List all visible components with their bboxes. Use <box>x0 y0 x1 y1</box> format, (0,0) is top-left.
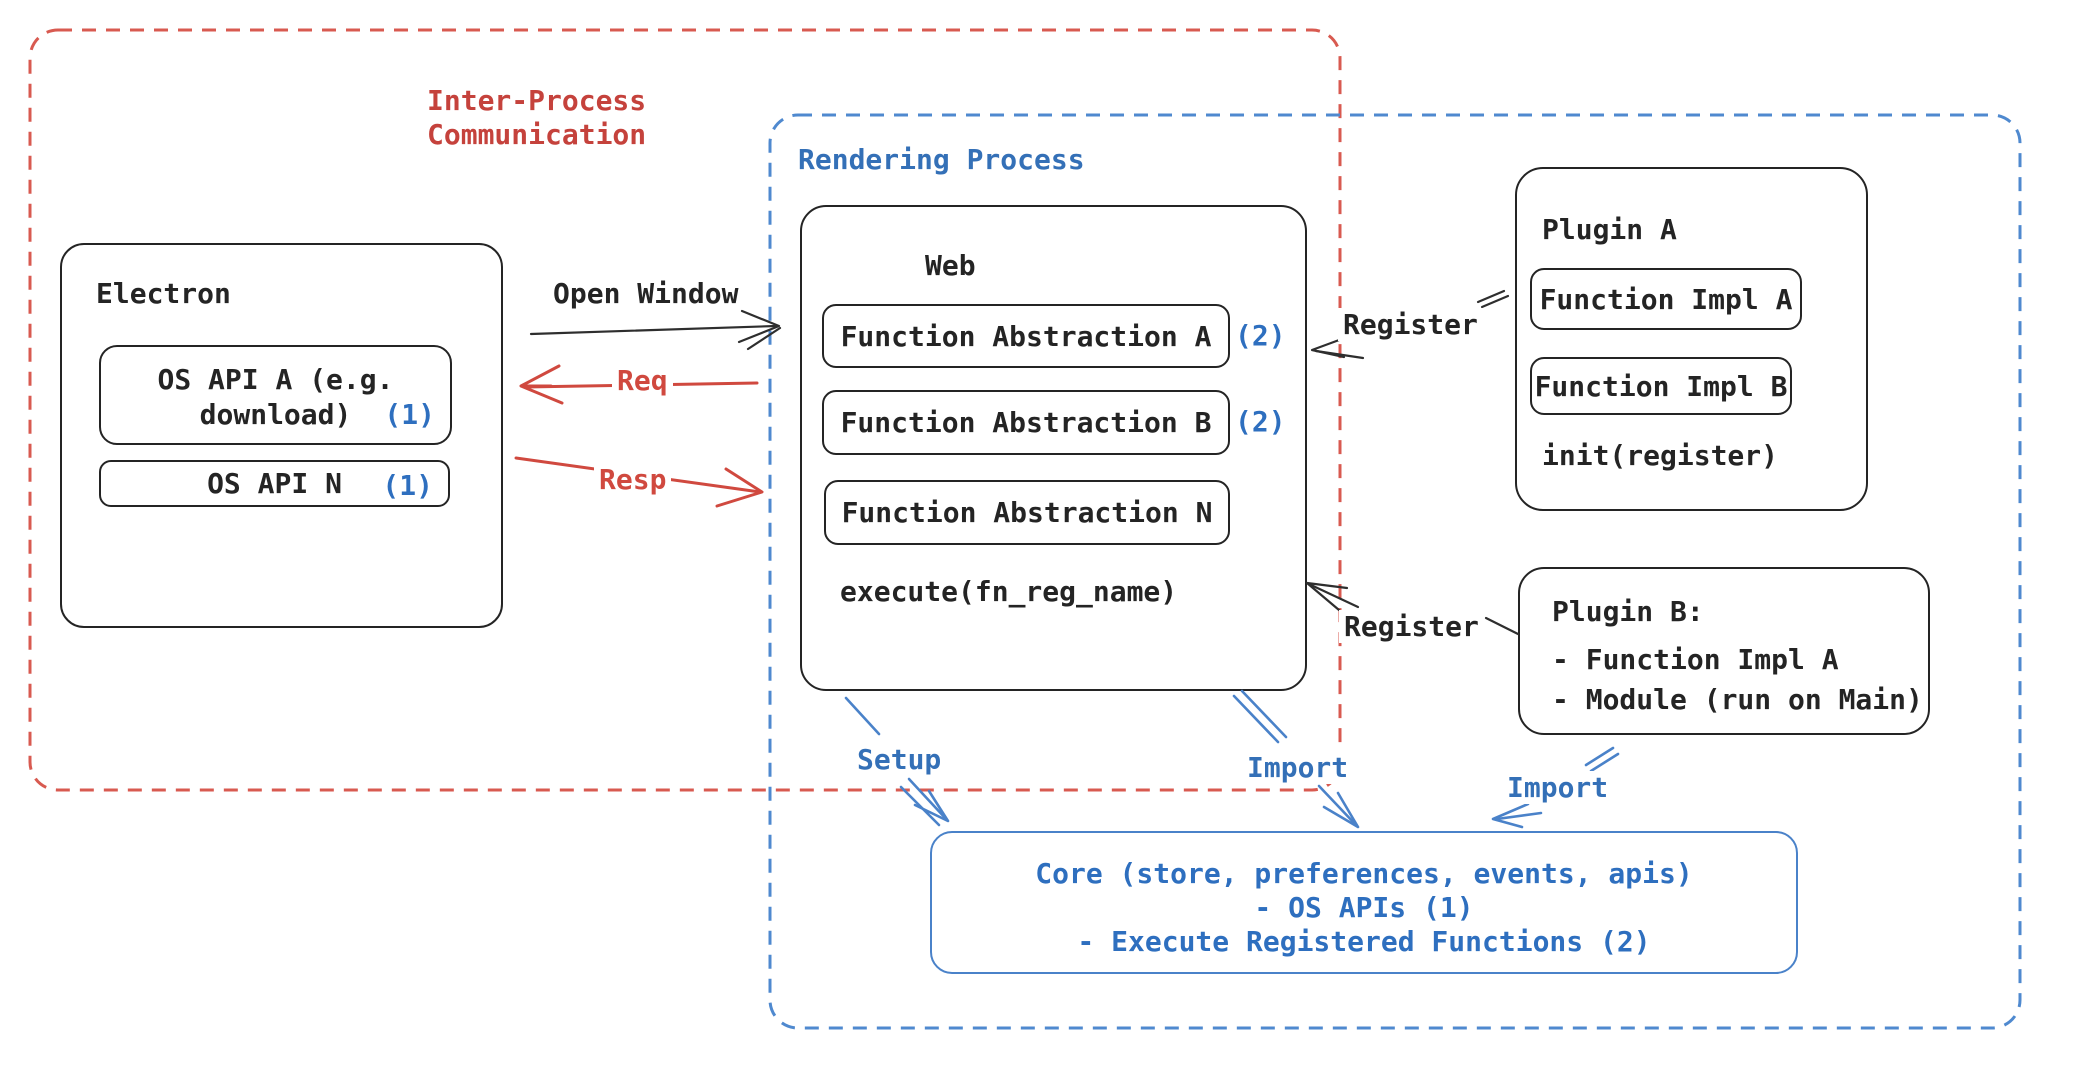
electron-title: Electron <box>96 277 231 310</box>
os-api-n-badge: (1) <box>382 469 433 502</box>
plugin-a-box: Plugin A Function Impl A Function Impl B… <box>1515 167 1868 511</box>
function-impl-a-label: Function Impl A <box>1539 282 1793 316</box>
resp-label: Resp <box>594 463 672 496</box>
os-api-n-label: OS API N <box>207 467 342 500</box>
function-abstraction-a-box: Function Abstraction A <box>822 304 1230 368</box>
function-abstraction-b-label: Function Abstraction B <box>840 406 1212 439</box>
register-top-label: Register <box>1338 308 1483 341</box>
os-api-a-label-line1: OS API A (e.g. <box>157 363 394 396</box>
setup-label: Setup <box>852 743 947 776</box>
core-line-1: Core (store, preferences, events, apis) <box>1035 857 1693 890</box>
function-abstraction-b-badge: (2) <box>1235 405 1286 438</box>
function-abstraction-a-label: Function Abstraction A <box>840 319 1212 353</box>
web-title: Web <box>925 249 976 282</box>
import-plugin-b-label: Import <box>1502 771 1614 804</box>
core-line-2: - OS APIs (1) <box>1254 891 1474 924</box>
ipc-region-title-line2: Communication <box>427 118 647 151</box>
plugin-b-box: Plugin B: - Function Impl A - Module (ru… <box>1518 567 1930 735</box>
plugin-b-item-2: - Module (run on Main) <box>1552 683 1923 716</box>
import-web-label: Import <box>1242 751 1354 784</box>
function-impl-b-box: Function Impl B <box>1530 357 1792 415</box>
plugin-a-title: Plugin A <box>1542 213 1677 246</box>
plugin-b-title: Plugin B: <box>1552 595 1704 628</box>
core-line-3: - Execute Registered Functions (2) <box>1077 925 1651 958</box>
plugin-b-item-1: - Function Impl A <box>1552 643 1839 676</box>
ipc-region-title-line1: Inter-Process <box>427 84 647 117</box>
ipc-region-title: Inter-Process Communication <box>427 84 646 152</box>
function-abstraction-b-box: Function Abstraction B <box>822 390 1230 455</box>
rendering-region-title: Rendering Process <box>798 143 1085 176</box>
os-api-n-box: OS API N (1) <box>99 460 450 507</box>
os-api-a-box: OS API A (e.g. download) (1) <box>99 345 452 445</box>
os-api-a-label-line2: download) <box>199 398 352 431</box>
core-box: Core (store, preferences, events, apis) … <box>930 831 1798 974</box>
init-register-label: init(register) <box>1542 439 1779 472</box>
execute-label: execute(fn_reg_name) <box>840 575 1178 608</box>
req-label: Req <box>612 364 673 397</box>
function-abstraction-n-label: Function Abstraction N <box>841 496 1213 529</box>
register-bottom-label: Register <box>1339 610 1484 643</box>
os-api-a-badge: (1) <box>384 398 435 431</box>
function-abstraction-n-box: Function Abstraction N <box>824 480 1230 545</box>
function-abstraction-a-badge: (2) <box>1235 319 1286 352</box>
open-window-label: Open Window <box>553 277 739 310</box>
web-box: Web Function Abstraction A (2) Function … <box>800 205 1307 691</box>
function-impl-b-label: Function Impl B <box>1534 369 1788 403</box>
function-impl-a-box: Function Impl A <box>1530 268 1802 330</box>
electron-box: Electron OS API A (e.g. download) (1) OS… <box>60 243 503 628</box>
